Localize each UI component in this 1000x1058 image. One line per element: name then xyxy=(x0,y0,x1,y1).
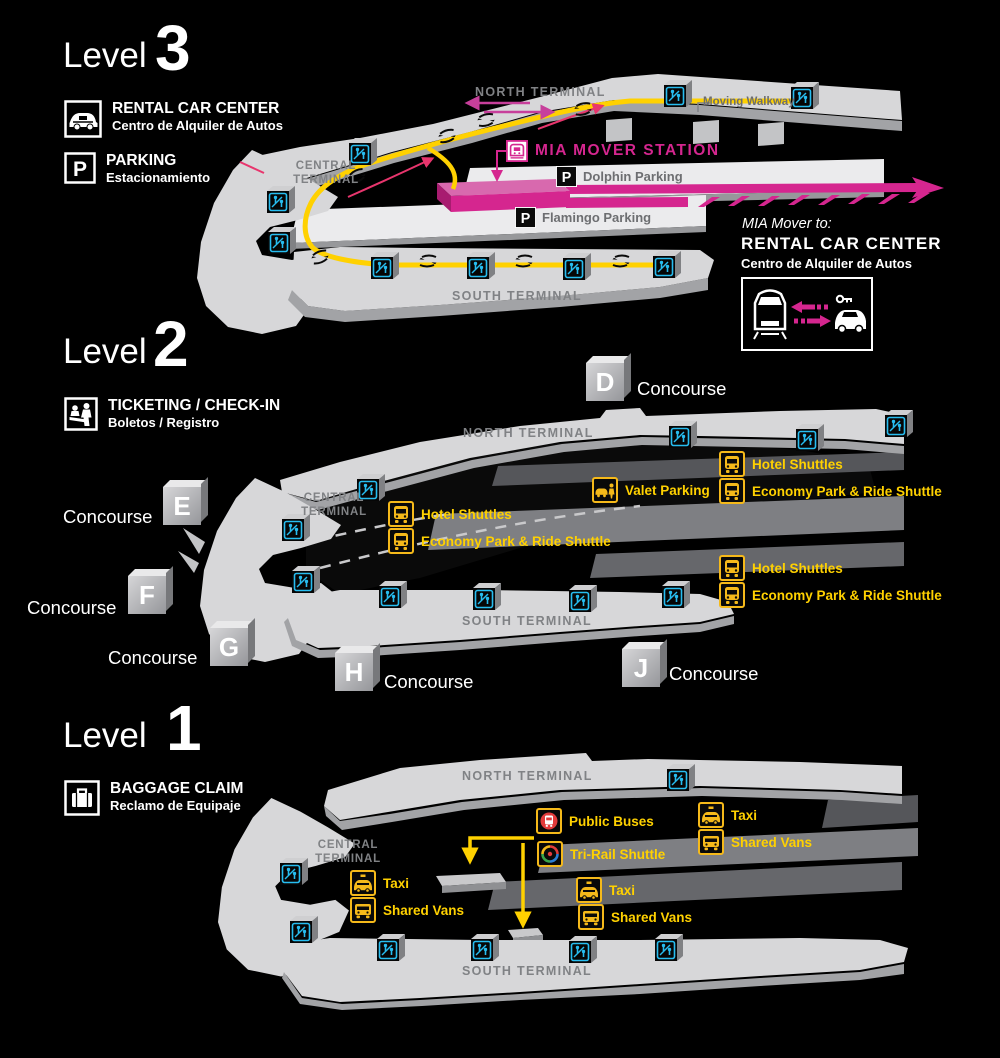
hotel-shuttles-marker: Hotel Shuttles xyxy=(719,555,843,581)
level1-number: 1 xyxy=(166,692,202,764)
van-icon xyxy=(350,897,376,923)
mover-info-line1: MIA Mover to: xyxy=(742,216,832,232)
legend-sublabel: Reclamo de Equipaje xyxy=(110,797,241,813)
rental-car-icon xyxy=(64,100,102,138)
legend-sublabel: Boletos / Registro xyxy=(108,414,220,430)
two-way-transfer-arrows-icon xyxy=(791,301,831,327)
taxi-icon xyxy=(350,870,376,896)
rental-car-key-icon xyxy=(835,294,866,334)
level2-north-terminal-label: NORTH TERMINAL xyxy=(463,426,594,440)
legend-label: RENTAL CAR CENTER xyxy=(112,100,280,117)
level3-south-terminal-label: SOUTH TERMINAL xyxy=(452,289,582,303)
level2-central-terminal-label: CENTRAL TERMINAL xyxy=(301,492,367,518)
valet-parking-marker: Valet Parking xyxy=(592,477,710,503)
flamingo-parking-label: P Flamingo Parking xyxy=(515,207,651,228)
legend-sublabel: Estacionamiento xyxy=(106,169,211,185)
concourse-e-label: Concourse xyxy=(63,506,153,527)
tri-rail-shuttle-marker: Tri-Rail Shuttle xyxy=(537,841,665,867)
train-icon xyxy=(753,289,787,340)
route-arrow-icon xyxy=(239,161,265,174)
economy-shuttle-marker: Economy Park & Ride Shuttle xyxy=(719,478,942,504)
concourse-d-cube: D xyxy=(586,363,624,401)
level3-north-terminal-label: NORTH TERMINAL xyxy=(475,85,606,99)
legend-label: PARKING xyxy=(106,152,177,169)
legend-sublabel: Centro de Alquiler de Autos xyxy=(112,117,283,133)
legend-parking: P PARKING Estacionamiento xyxy=(64,152,210,186)
level3-central-terminal-label: CENTRAL TERMINAL xyxy=(293,160,359,186)
ticketing-icon xyxy=(64,397,98,431)
shuttle-bus-icon xyxy=(719,555,745,581)
tri-rail-icon xyxy=(537,841,563,867)
mia-mover-station-label: MIA MOVER STATION xyxy=(506,140,720,162)
station-pointer-arrow xyxy=(491,150,508,182)
level3-title: Level xyxy=(63,36,147,75)
mover-rental-diagram xyxy=(741,277,873,351)
concourse-f-cube: F xyxy=(128,576,166,614)
concourse-h-label: Concourse xyxy=(384,671,474,692)
walkway-bracket xyxy=(697,102,710,112)
hotel-shuttles-marker: Hotel Shuttles xyxy=(719,451,843,477)
level1-south-terminal-label: SOUTH TERMINAL xyxy=(462,964,592,978)
concourse-j-label: Concourse xyxy=(669,663,759,684)
dolphin-parking-label: P Dolphin Parking xyxy=(556,166,683,187)
mover-info-line3: Centro de Alquiler de Autos xyxy=(741,256,912,271)
shuttle-bus-icon xyxy=(719,582,745,608)
shared-vans-marker: Shared Vans xyxy=(698,829,812,855)
taxi-marker: Taxi xyxy=(350,870,409,896)
public-buses-marker: Public Buses xyxy=(536,808,654,834)
taxi-icon xyxy=(576,877,602,903)
concourse-d-label: Concourse xyxy=(637,378,727,399)
parking-tile-icon: P xyxy=(556,166,577,187)
parking-icon: P xyxy=(64,152,96,184)
legend-label: BAGGAGE CLAIM xyxy=(110,780,244,797)
shared-vans-marker: Shared Vans xyxy=(578,904,692,930)
concourse-e-cube: E xyxy=(163,487,201,525)
concourse-j-cube: J xyxy=(622,649,660,687)
legend-ticketing: TICKETING / CHECK-IN Boletos / Registro xyxy=(64,397,280,431)
svg-text:P: P xyxy=(73,158,87,181)
concourse-g-label: Concourse xyxy=(108,647,198,668)
route-arrow-icon xyxy=(537,103,605,130)
guide-arrow-icon xyxy=(461,836,534,865)
level2-south-terminal-label: SOUTH TERMINAL xyxy=(462,614,592,628)
shuttle-bus-icon xyxy=(388,501,414,527)
valet-icon xyxy=(592,477,618,503)
shuttle-bus-icon xyxy=(388,528,414,554)
level2-title: Level xyxy=(63,332,147,371)
hotel-shuttles-marker: Hotel Shuttles xyxy=(388,501,512,527)
level1-map xyxy=(218,753,918,1010)
economy-shuttle-marker: Economy Park & Ride Shuttle xyxy=(719,582,942,608)
mover-train-icon xyxy=(506,140,528,162)
level2-number: 2 xyxy=(153,308,189,380)
public-bus-icon xyxy=(536,808,562,834)
van-icon xyxy=(578,904,604,930)
concourse-h-cube: H xyxy=(335,653,373,691)
taxi-marker: Taxi xyxy=(698,802,757,828)
shuttle-bus-icon xyxy=(719,478,745,504)
level1-central-terminal-label: CENTRAL TERMINAL xyxy=(315,839,381,865)
parking-tile-icon: P xyxy=(515,207,536,228)
svg-text:P: P xyxy=(562,170,572,186)
legend-label: TICKETING / CHECK-IN xyxy=(108,397,281,414)
taxi-icon xyxy=(698,802,724,828)
moving-walkway-label: Moving Walkway xyxy=(703,96,795,108)
shuttle-bus-icon xyxy=(719,451,745,477)
mover-info-line2: RENTAL CAR CENTER xyxy=(741,234,942,253)
legend-rental-car: RENTAL CAR CENTER Centro de Alquiler de … xyxy=(64,100,283,138)
route-arrow-icon xyxy=(347,157,435,198)
level1-north-terminal-label: NORTH TERMINAL xyxy=(462,769,593,783)
van-icon xyxy=(698,829,724,855)
concourse-g-cube: G xyxy=(210,628,248,666)
shared-vans-marker: Shared Vans xyxy=(350,897,464,923)
economy-shuttle-marker: Economy Park & Ride Shuttle xyxy=(388,528,611,554)
baggage-icon xyxy=(64,780,100,816)
legend-baggage: BAGGAGE CLAIM Reclamo de Equipaje xyxy=(64,780,243,816)
svg-text:P: P xyxy=(521,211,531,227)
taxi-marker: Taxi xyxy=(576,877,635,903)
level3-number: 3 xyxy=(155,12,191,84)
concourse-f-label: Concourse xyxy=(27,597,117,618)
level1-title: Level xyxy=(63,716,147,755)
